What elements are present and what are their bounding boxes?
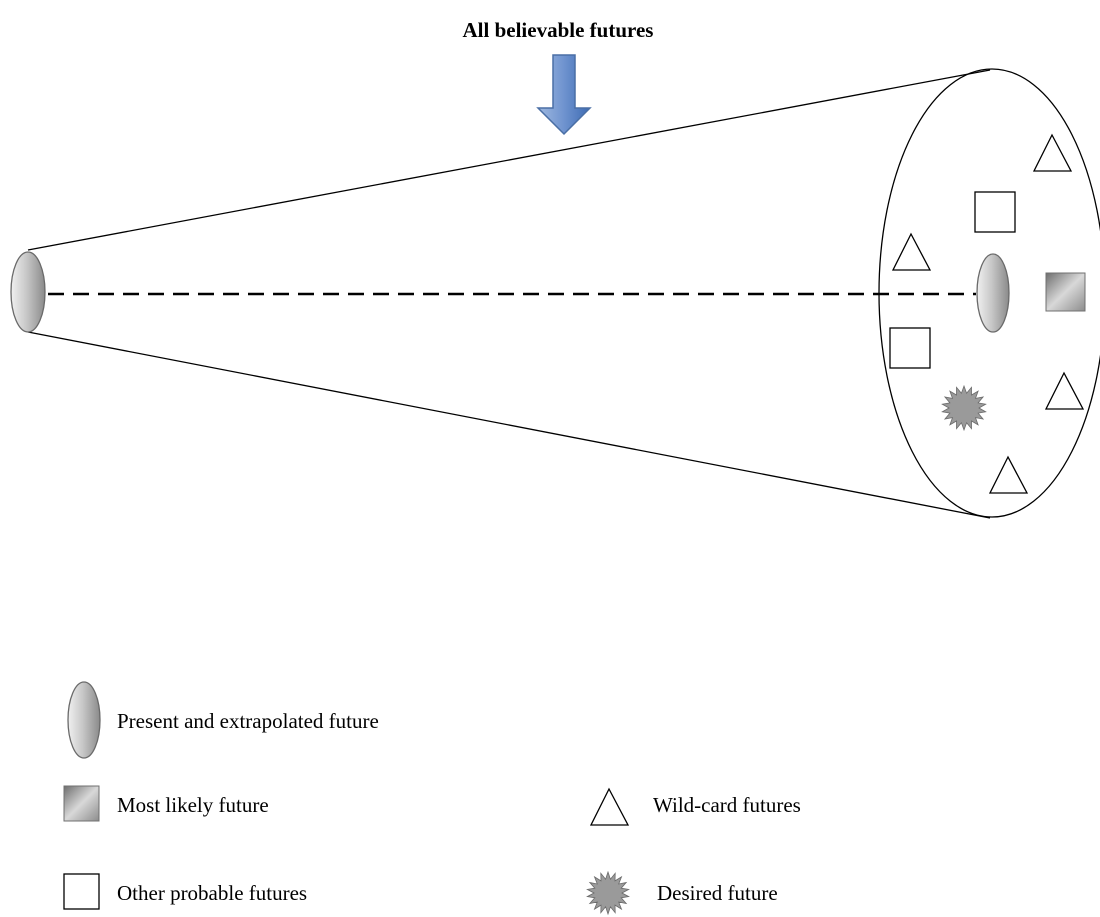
legend-label-desired: Desired future (657, 881, 778, 905)
triangle-outline-icon (589, 787, 630, 826)
legend-label-other-probable: Other probable futures (117, 881, 307, 905)
square-outline-icon (63, 873, 100, 910)
most-likely-future-square (1045, 272, 1086, 312)
legend-label-wild-card: Wild-card futures (653, 793, 801, 817)
legend-label-most-likely: Most likely future (117, 793, 269, 817)
other-probable-future-square (889, 327, 931, 369)
extrapolated-future-ellipse (976, 253, 1010, 333)
desired-future-starburst (941, 384, 987, 432)
wild-card-future-triangle (891, 232, 932, 271)
wild-card-future-triangle (988, 455, 1029, 494)
down-arrow-icon (536, 54, 592, 136)
gray-ellipse-icon (67, 681, 101, 759)
other-probable-future-square (974, 191, 1016, 233)
wild-card-future-triangle (1044, 371, 1085, 410)
diagram-title: All believable futures (463, 18, 654, 42)
legend-label-present: Present and extrapolated future (117, 709, 379, 733)
present-ellipse (10, 251, 46, 333)
cone-outline (27, 69, 991, 519)
starburst-icon (586, 870, 630, 916)
wild-card-future-triangle (1032, 133, 1073, 172)
gradient-square-icon (63, 785, 100, 822)
